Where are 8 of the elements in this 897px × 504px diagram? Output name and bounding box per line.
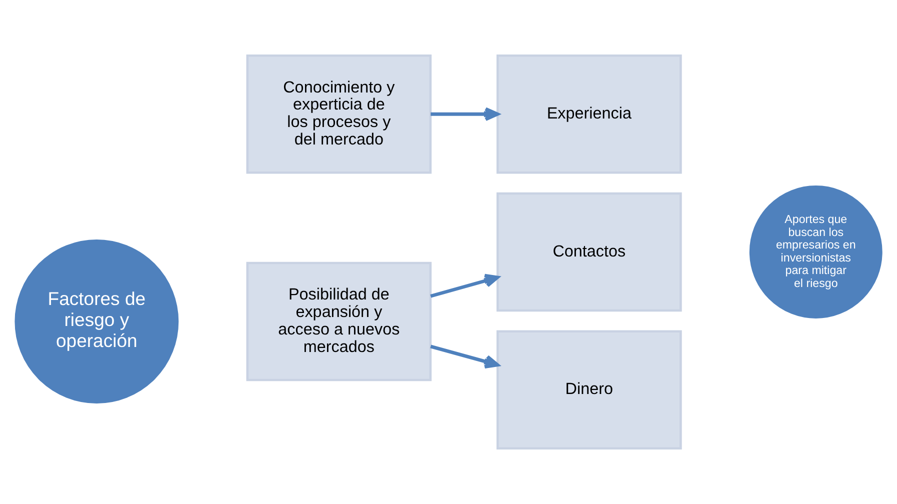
arrow bbox=[430, 274, 500, 298]
node-box: Experiencia bbox=[496, 54, 682, 174]
arrow bbox=[430, 344, 500, 369]
arrow bbox=[430, 107, 500, 122]
node-box: Conocimiento y experticia de los procesos y del mercado bbox=[246, 54, 432, 174]
node-box: Posibilidad de expansión y acceso a nuevos mercados bbox=[246, 262, 432, 382]
node-box: Contactos bbox=[496, 192, 682, 312]
node-box: Dinero bbox=[496, 330, 682, 450]
